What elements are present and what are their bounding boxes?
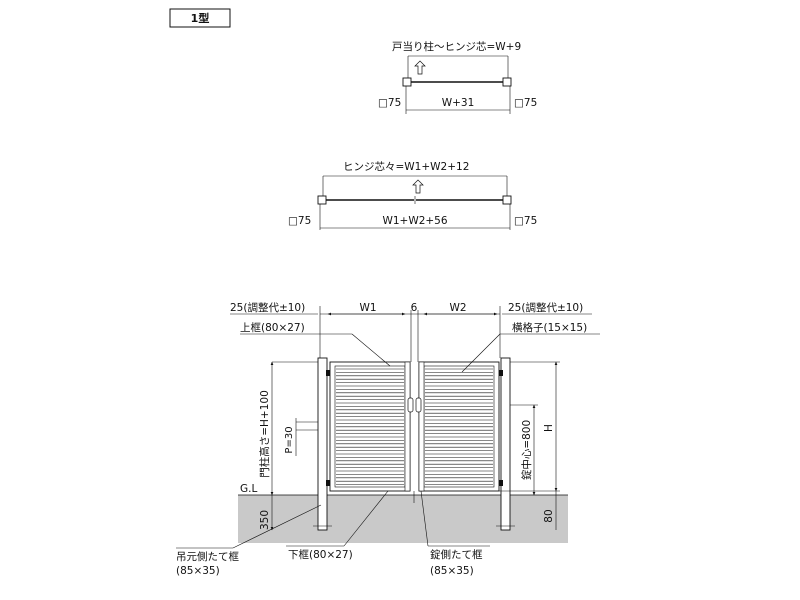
right-door-frame — [418, 361, 500, 492]
ground — [238, 495, 568, 543]
plan-double-hinge-label: ヒンジ芯々=W1+W2+12 — [343, 160, 469, 173]
lattice-leader — [461, 333, 501, 373]
lock-center-label: 錠中心=800 — [520, 420, 533, 480]
gl-label: G.L — [240, 483, 257, 495]
plan-double-open-arrow-icon — [412, 179, 424, 194]
left-lock-stile — [404, 361, 411, 492]
bottom-frame-leader — [343, 490, 389, 547]
bottom-frame-label: 下框(80×27) — [288, 548, 353, 561]
left-adjust-label: 25(調整代±10) — [230, 301, 305, 314]
type-label: 1型 — [191, 11, 210, 25]
right-adjust-label: 25(調整代±10) — [508, 301, 583, 314]
plan-single-width-label: W+31 — [442, 97, 475, 109]
plan-double-post-left — [317, 195, 327, 205]
w2-label: W2 — [449, 302, 466, 314]
plan-single-left-post-label: □75 — [378, 97, 401, 109]
plan-double-left-post-label: □75 — [288, 215, 311, 227]
plan-single-right-post-label: □75 — [514, 97, 537, 109]
plan-single: 戸当り柱～ヒンジ芯=W+9 W+31 □75 □75 — [378, 40, 537, 114]
plan-single-post-left — [402, 77, 412, 87]
lock-stile-label: 錠側たて框 — [430, 548, 483, 561]
plan-single-hinge-label: 戸当り柱～ヒンジ芯=W+9 — [392, 40, 521, 53]
lattice-label: 横格子(15×15) — [512, 321, 587, 334]
lock-post — [500, 357, 511, 531]
hinge-stile-leader — [232, 504, 322, 549]
hinge-stile-label: 吊元側たて框 — [176, 550, 239, 563]
hinge-icon — [326, 370, 330, 376]
depth-label: 350 — [259, 510, 271, 530]
w1-label: W1 — [359, 302, 376, 314]
plan-single-post-right — [502, 77, 512, 87]
type-label-box: 1型 — [169, 8, 231, 28]
top-frame-label: 上框(80×27) — [240, 321, 305, 334]
hinge-icon — [499, 370, 503, 376]
left-door-lattice — [336, 368, 404, 485]
plan-single-open-arrow-icon — [414, 60, 426, 75]
hinge-stile-size: (85×35) — [176, 565, 220, 577]
gap-label: 6 — [411, 302, 418, 314]
hinge-icon — [499, 480, 503, 486]
plan-double-right-post-label: □75 — [514, 215, 537, 227]
left-door-frame — [329, 361, 411, 492]
p-label: P=30 — [284, 426, 295, 453]
right-door-lattice — [425, 368, 493, 485]
plan-double-post-right — [502, 195, 512, 205]
ground-gap-label: 80 — [543, 509, 555, 522]
top-frame-leader — [351, 333, 391, 367]
right-lock-stile — [418, 361, 425, 492]
hinge-post — [317, 357, 328, 531]
post-height-label: 門柱高さ=H+100 — [258, 390, 271, 478]
plan-double-width-label: W1+W2+56 — [382, 215, 447, 227]
lock-handle-right-icon — [415, 397, 422, 413]
h-label: H — [543, 424, 555, 432]
hinge-icon — [326, 480, 330, 486]
lock-handle-left-icon — [407, 397, 414, 413]
plan-double: ヒンジ芯々=W1+W2+12 W1+W2+56 □75 □75 — [288, 160, 537, 230]
elevation: G.L W1 6 W2 25(調整代±10) 25(調整代±10) — [176, 301, 600, 577]
lock-stile-size: (85×35) — [430, 565, 474, 577]
lock-stile-leader — [420, 490, 429, 547]
